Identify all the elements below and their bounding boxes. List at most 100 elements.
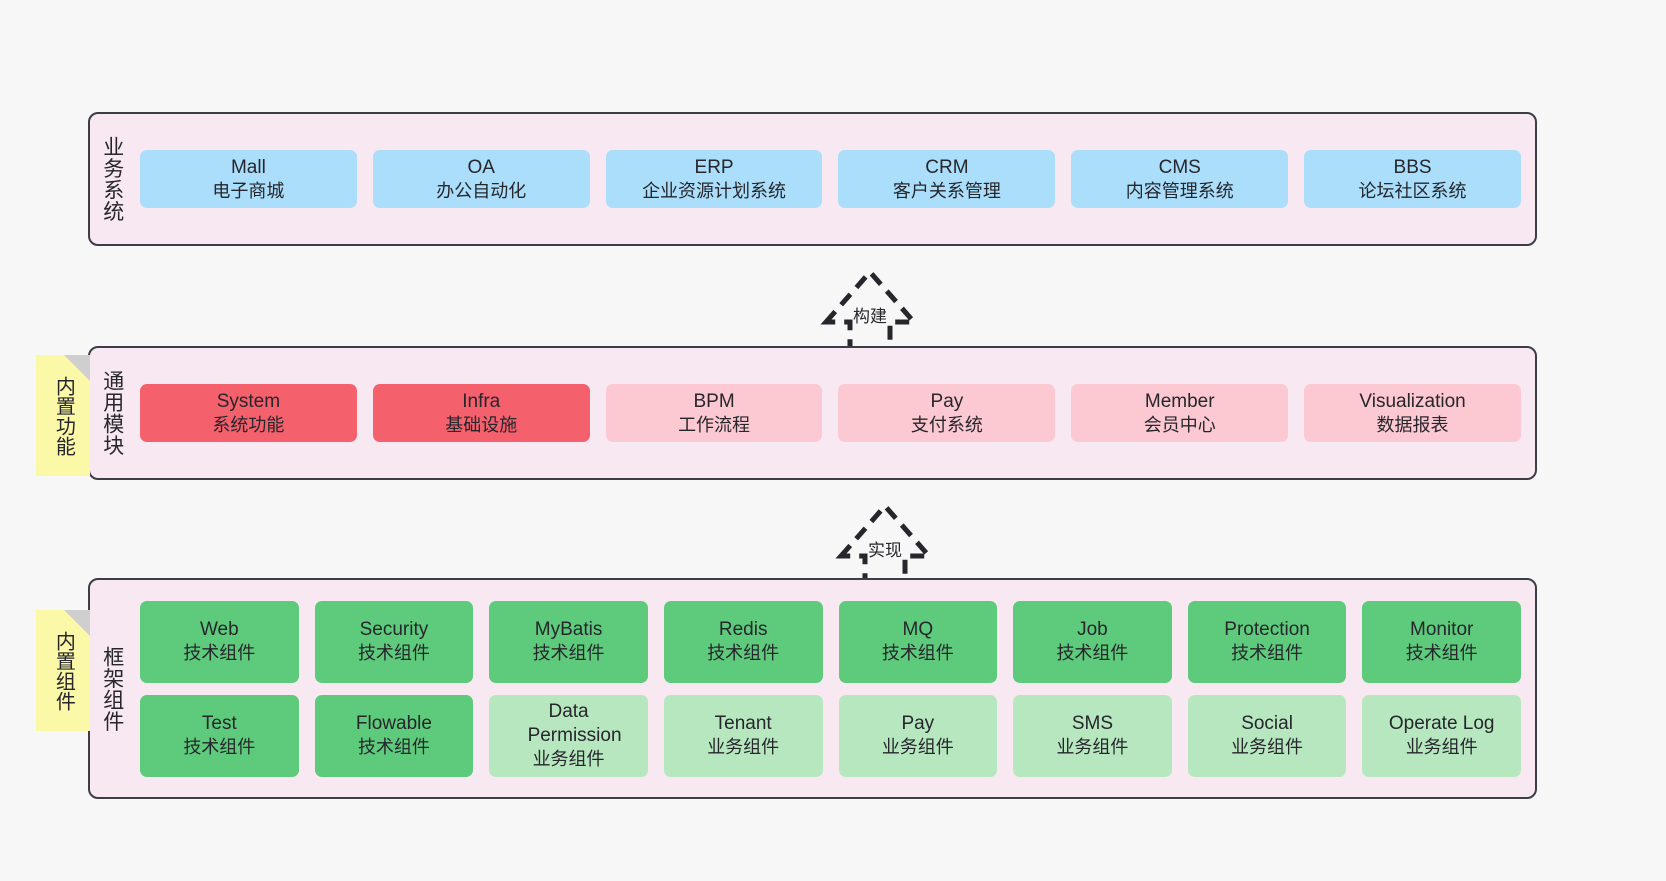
dashed-up-arrow-icon [835, 502, 935, 591]
component-card-erp[interactable]: ERP 企业资源计划系统 [605, 149, 823, 209]
component-name: OA [467, 156, 495, 178]
component-card-operate-log[interactable]: Operate Log 业务组件 [1362, 694, 1521, 777]
component-card-member[interactable]: Member 会员中心 [1071, 383, 1289, 443]
folded-corner-icon [64, 610, 90, 636]
component-card-sms[interactable]: SMS 业务组件 [1013, 694, 1172, 777]
component-subtitle: 论坛社区系统 [1358, 180, 1467, 201]
layer-framework-components: 框架组件 Web 技术组件 Security 技术组件 MyBatis 技术组件… [88, 578, 1537, 799]
component-name: Pay [930, 390, 964, 412]
layer-body-framework-components: Web 技术组件 Security 技术组件 MyBatis 技术组件 Redi… [134, 580, 1535, 797]
component-card-cms[interactable]: CMS 内容管理系统 [1071, 149, 1289, 209]
component-name: Visualization [1359, 390, 1466, 412]
component-row: Web 技术组件 Security 技术组件 MyBatis 技术组件 Redi… [140, 600, 1521, 683]
layer-title-common-modules: 通用模块 [100, 370, 124, 456]
component-card-redis[interactable]: Redis 技术组件 [663, 600, 823, 683]
component-card-bbs[interactable]: BBS 论坛社区系统 [1304, 149, 1521, 209]
dashed-up-arrow-icon [820, 268, 920, 357]
component-subtitle: 技术组件 [881, 643, 954, 664]
component-card-data-permission[interactable]: Data Permission 业务组件 [489, 694, 648, 777]
component-name: Job [1077, 619, 1108, 641]
component-card-pay[interactable]: Pay 业务组件 [838, 694, 998, 777]
component-card-visualization[interactable]: Visualization 数据报表 [1304, 383, 1521, 443]
component-subtitle: 客户关系管理 [892, 180, 1001, 201]
component-name: Operate Log [1388, 713, 1495, 735]
component-subtitle: 办公自动化 [436, 180, 527, 201]
component-name: CMS [1158, 156, 1201, 178]
component-name: SMS [1071, 713, 1114, 735]
component-card-infra[interactable]: Infra 基础设施 [372, 383, 590, 443]
component-card-mybatis[interactable]: MyBatis 技术组件 [489, 600, 648, 683]
component-subtitle: 技术组件 [183, 737, 256, 758]
component-subtitle: 内容管理系统 [1125, 180, 1234, 201]
component-name: ERP [694, 156, 734, 178]
component-subtitle: 技术组件 [532, 643, 605, 664]
sticky-note-label: 内置组件 [52, 630, 75, 711]
component-subtitle: 技术组件 [183, 643, 256, 664]
component-subtitle: 技术组件 [357, 737, 430, 758]
component-card-protection[interactable]: Protection 技术组件 [1187, 600, 1347, 683]
component-subtitle: 业务组件 [1405, 737, 1478, 758]
component-subtitle: 技术组件 [357, 643, 430, 664]
component-card-oa[interactable]: OA 办公自动化 [372, 149, 590, 209]
component-card-pay[interactable]: Pay 支付系统 [838, 383, 1056, 443]
component-name: Flowable [355, 713, 432, 735]
component-card-flowable[interactable]: Flowable 技术组件 [314, 694, 474, 777]
connector-label: 实现 [868, 541, 902, 560]
sticky-note-label: 内置功能 [52, 375, 75, 456]
component-subtitle: 业务组件 [881, 737, 954, 758]
component-subtitle: 技术组件 [1056, 643, 1129, 664]
component-subtitle: 业务组件 [1056, 737, 1129, 758]
component-row: System 系统功能 Infra 基础设施 BPM 工作流程 Pay 支付系统… [140, 383, 1521, 443]
component-subtitle: 技术组件 [1405, 643, 1478, 664]
layer-body-common-modules: System 系统功能 Infra 基础设施 BPM 工作流程 Pay 支付系统… [134, 348, 1535, 478]
layer-body-business-systems: Mall 电子商城 OA 办公自动化 ERP 企业资源计划系统 CRM 客户关系… [134, 114, 1535, 244]
component-name: CRM [925, 156, 969, 178]
component-row: Mall 电子商城 OA 办公自动化 ERP 企业资源计划系统 CRM 客户关系… [140, 149, 1521, 209]
component-name: System [216, 390, 281, 412]
component-subtitle: 企业资源计划系统 [642, 180, 787, 201]
component-card-web[interactable]: Web 技术组件 [140, 600, 299, 683]
component-subtitle: 系统功能 [212, 414, 285, 435]
component-card-bpm[interactable]: BPM 工作流程 [605, 383, 823, 443]
component-card-social[interactable]: Social 业务组件 [1187, 694, 1347, 777]
component-subtitle: 业务组件 [1231, 737, 1304, 758]
layer-title-framework-components: 框架组件 [100, 645, 124, 732]
component-name: Monitor [1410, 619, 1474, 641]
component-subtitle: 技术组件 [1231, 643, 1304, 664]
component-name: Protection [1224, 619, 1310, 641]
connector-implement: 实现 [805, 492, 965, 591]
component-card-crm[interactable]: CRM 客户关系管理 [838, 149, 1056, 209]
sticky-note-builtin-components: 内置组件 [36, 610, 90, 731]
component-row: Test 技术组件 Flowable 技术组件 Data Permission … [140, 694, 1521, 777]
component-card-mall[interactable]: Mall 电子商城 [140, 149, 357, 209]
component-subtitle: 支付系统 [910, 414, 983, 435]
component-card-mq[interactable]: MQ 技术组件 [838, 600, 998, 683]
component-name: Member [1144, 390, 1215, 412]
folded-corner-icon [64, 355, 90, 381]
component-subtitle: 业务组件 [707, 737, 780, 758]
layer-common-modules: 通用模块 System 系统功能 Infra 基础设施 BPM 工作流程 Pay… [88, 346, 1537, 480]
component-name: MyBatis [534, 619, 603, 641]
component-name: Security [359, 619, 429, 641]
component-card-tenant[interactable]: Tenant 业务组件 [663, 694, 823, 777]
component-card-test[interactable]: Test 技术组件 [140, 694, 299, 777]
component-card-security[interactable]: Security 技术组件 [314, 600, 474, 683]
component-name: Test [201, 713, 237, 735]
component-subtitle: 工作流程 [678, 414, 751, 435]
component-name: BPM [693, 390, 735, 412]
component-card-system[interactable]: System 系统功能 [140, 383, 357, 443]
component-name: Mall [230, 156, 266, 178]
component-name: BBS [1393, 156, 1432, 178]
component-name: Social [1241, 713, 1293, 735]
component-subtitle: 电子商城 [212, 180, 285, 201]
component-name: Pay [901, 713, 935, 735]
component-name: Data Permission [527, 701, 622, 747]
sticky-note-builtin-features: 内置功能 [36, 355, 90, 476]
component-name: Web [199, 619, 239, 641]
component-card-job[interactable]: Job 技术组件 [1013, 600, 1172, 683]
connector-build: 构建 [790, 258, 950, 357]
component-card-monitor[interactable]: Monitor 技术组件 [1362, 600, 1521, 683]
component-subtitle: 数据报表 [1376, 414, 1449, 435]
component-subtitle: 技术组件 [707, 643, 780, 664]
